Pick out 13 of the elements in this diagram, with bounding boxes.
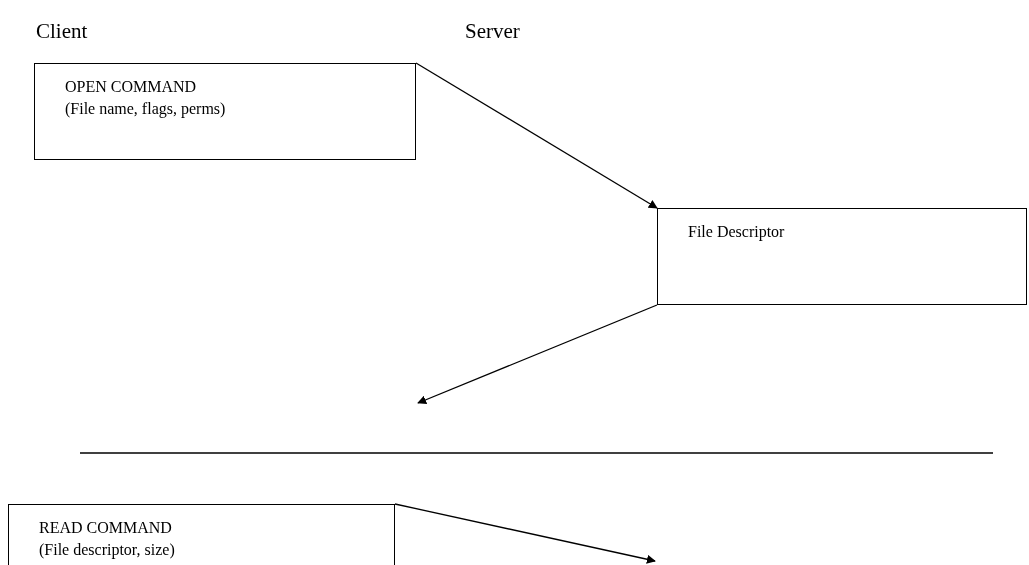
- message-parameters: (File descriptor, size): [39, 540, 175, 561]
- column-heading: Server: [465, 18, 520, 45]
- arrow: [417, 304, 658, 405]
- message-box: [8, 504, 395, 565]
- message-title: File Descriptor: [688, 222, 785, 243]
- message-box: [34, 63, 416, 160]
- message-box: [657, 208, 1027, 305]
- column-heading: Client: [36, 18, 88, 45]
- message-title: OPEN COMMAND: [65, 77, 197, 97]
- arrow: [394, 503, 656, 564]
- message-parameters: (File name, flags, perms): [65, 99, 226, 120]
- arrow: [415, 62, 658, 209]
- message-title: READ COMMAND: [39, 518, 172, 538]
